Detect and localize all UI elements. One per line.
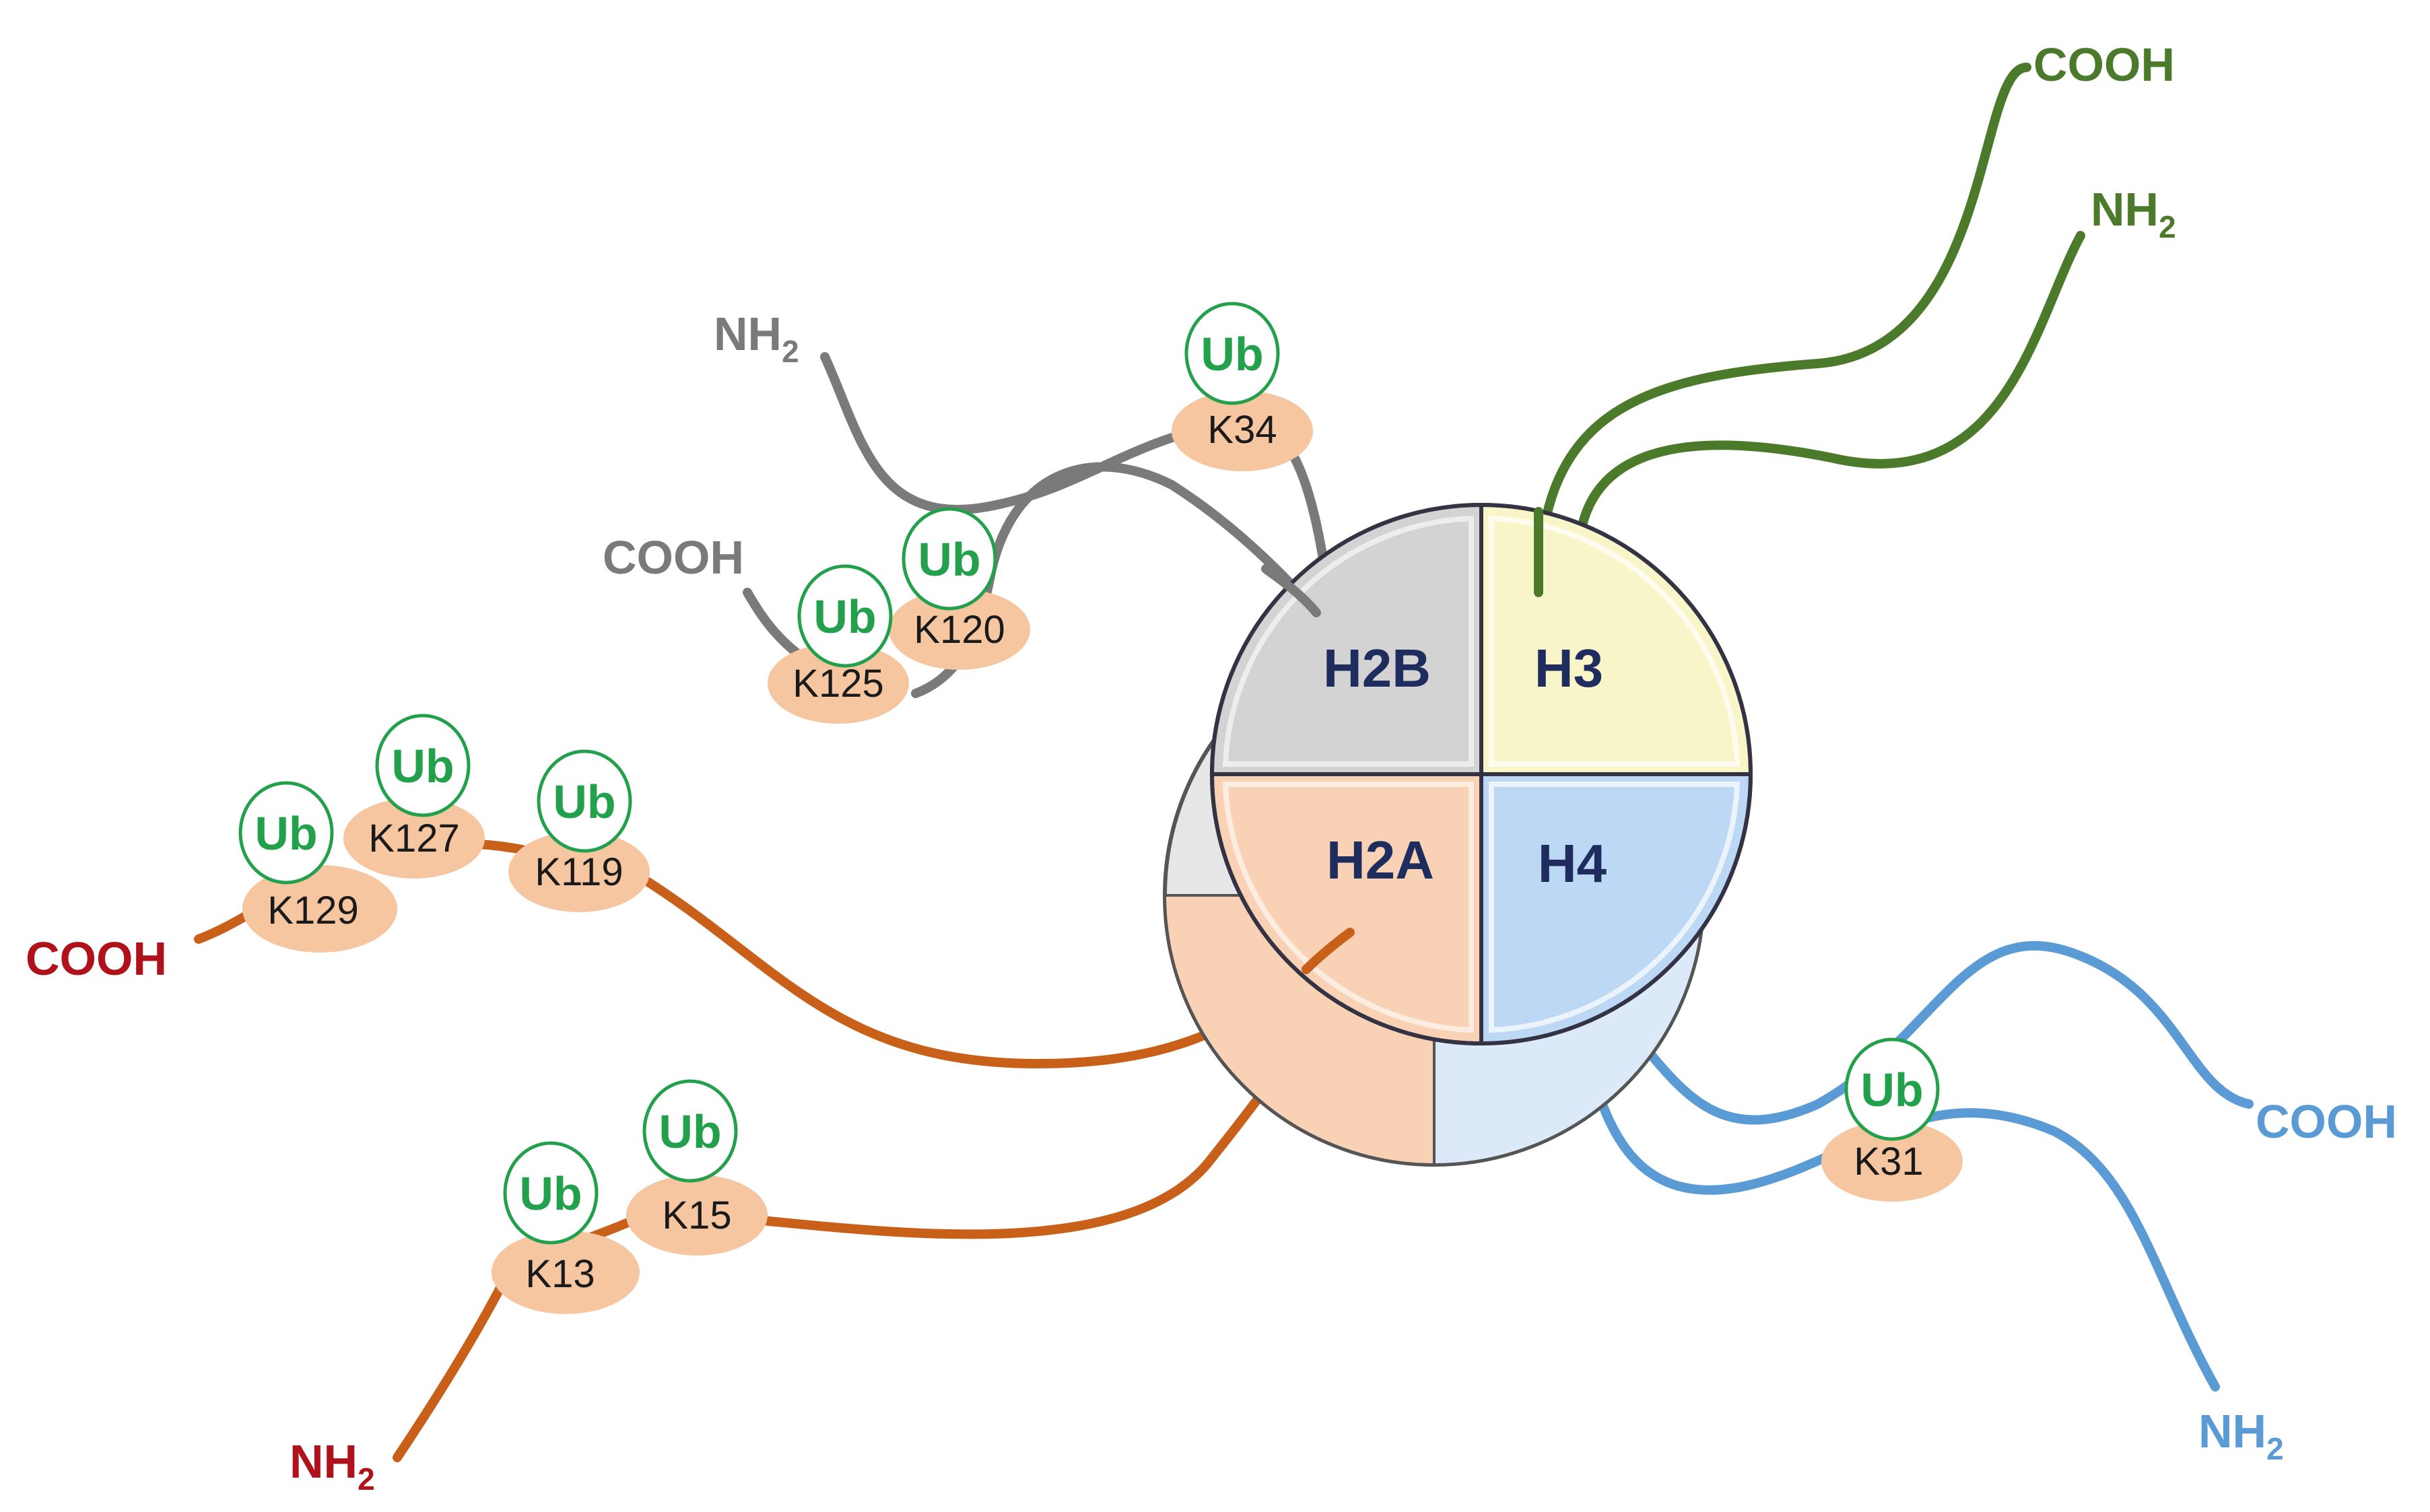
site-label-k15: K15 <box>662 1194 731 1237</box>
h2b-nh2-label: NH2 <box>714 308 799 369</box>
h2b-cooh-label: COOH <box>603 531 744 584</box>
h4-bevel <box>1489 782 1741 1033</box>
h4-quadrant <box>1479 772 1753 1046</box>
ub-label-k129: Ub <box>255 807 317 860</box>
site-label-k120: K120 <box>914 608 1005 652</box>
h3-quadrant <box>1479 502 1753 776</box>
histone-octamer-core: H2B H3 H2A H4 <box>1163 502 1753 1167</box>
h2a-cooh-label: COOH <box>26 932 167 985</box>
site-label-k119: K119 <box>535 850 623 894</box>
core-outline <box>1210 503 1753 1045</box>
ub-label-k15: Ub <box>659 1105 721 1158</box>
site-k31 <box>1821 1121 1963 1202</box>
site-label-k129: K129 <box>267 889 358 932</box>
ub-k13 <box>503 1141 599 1245</box>
h3-label: H3 <box>1534 638 1603 698</box>
ub-label-k119: Ub <box>553 776 615 828</box>
h3-nh2-label: NH2 <box>2091 183 2176 244</box>
h2b-label: H2B <box>1323 638 1431 698</box>
site-label-k13: K13 <box>525 1252 595 1296</box>
h3-nh2-tail <box>1578 231 2085 530</box>
site-k13 <box>492 1231 640 1314</box>
h4-cooh-tail <box>1584 940 2254 1125</box>
site-label-k31: K31 <box>1854 1140 1923 1183</box>
site-k34 <box>1172 390 1313 471</box>
site-label-k125: K125 <box>792 662 883 706</box>
ub-k125 <box>797 564 893 668</box>
site-k129 <box>242 865 397 953</box>
ub-label-k120: Ub <box>918 533 980 586</box>
site-k15 <box>626 1175 768 1256</box>
h2a-label: H2A <box>1326 830 1434 890</box>
ub-k127 <box>375 714 471 817</box>
h2a-tail-entry <box>1302 928 1355 974</box>
h4-cooh-label: COOH <box>2256 1095 2397 1148</box>
ub-k119 <box>537 749 632 853</box>
h4-label: H4 <box>1538 833 1607 893</box>
h2a-nh2-label: NH2 <box>290 1435 375 1497</box>
ub-label-k125: Ub <box>813 590 876 643</box>
site-k125 <box>768 643 909 724</box>
h2a-bevel <box>1222 782 1474 1033</box>
site-k120 <box>889 589 1030 670</box>
ub-label-k34: Ub <box>1201 328 1263 380</box>
ub-label-k127: Ub <box>391 740 454 792</box>
h3-cooh-label: COOH <box>2033 38 2175 91</box>
site-k119 <box>508 831 650 912</box>
site-label-k127: K127 <box>368 817 459 860</box>
site-k127 <box>343 798 485 879</box>
ub-k129 <box>238 781 334 885</box>
h2b-tail-entry <box>1261 564 1321 617</box>
h3-cooh-tail <box>1534 63 2031 600</box>
ub-k31 <box>1844 1037 1940 1141</box>
ub-k34 <box>1184 302 1280 405</box>
ub-label-k13: Ub <box>519 1167 582 1220</box>
ub-label-k31: Ub <box>1860 1064 1923 1116</box>
ub-k120 <box>902 507 997 611</box>
site-label-k34: K34 <box>1207 408 1277 452</box>
ub-k15 <box>642 1079 738 1183</box>
h4-nh2-label: NH2 <box>2198 1405 2284 1466</box>
